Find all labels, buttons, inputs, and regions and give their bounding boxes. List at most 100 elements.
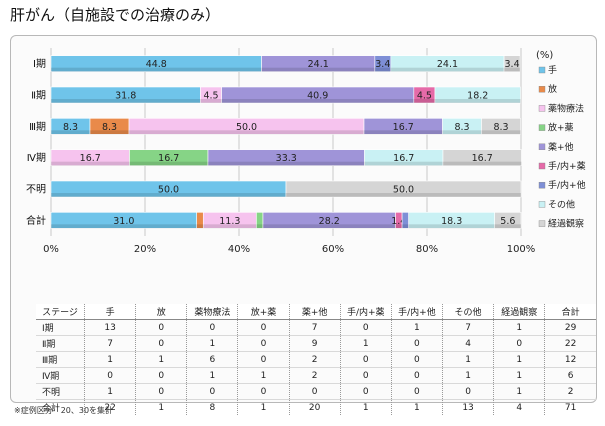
bar-segment-shade <box>129 161 208 166</box>
table-cell: 1 <box>493 383 546 400</box>
bar-segment-shade <box>413 99 435 103</box>
legend-swatch <box>538 105 546 112</box>
table-cell: 20 <box>289 399 341 415</box>
table-cell: 0 <box>237 319 290 336</box>
category-label: 不明 <box>26 184 46 196</box>
bar-segment-shade <box>395 224 403 229</box>
legend-label: 放 <box>548 83 557 95</box>
legend-swatch <box>538 181 546 189</box>
data-label: 11.3 <box>219 216 240 227</box>
table-cell: 0 <box>237 335 290 352</box>
table-cell: 0 <box>186 319 239 336</box>
table-header-cell: 手 <box>84 304 137 320</box>
bar-segment-shade <box>494 224 521 229</box>
legend-swatch <box>538 162 546 170</box>
bar-segment <box>434 86 521 104</box>
table-cell: 7 <box>442 319 495 336</box>
bar-segment-shade <box>286 193 521 197</box>
table-cell: 1 <box>442 351 495 368</box>
bar-segment-shade <box>51 99 201 103</box>
table-cell: 7 <box>289 319 341 336</box>
x-tick-label: 0% <box>43 244 59 255</box>
bar-segment-shade <box>90 130 130 135</box>
data-label: 5.6 <box>500 216 515 227</box>
table-cell: 1 <box>186 335 239 352</box>
footnote: ※症例区分 20、30を集計 <box>14 406 114 415</box>
legend-swatch <box>538 201 546 208</box>
legend-swatch <box>538 66 546 74</box>
x-tick-label: 100% <box>507 244 536 255</box>
data-label: 16.7 <box>393 153 414 164</box>
table-header-row: ステージ手放薬物療法放+薬薬+他手/内+薬手/内+他その他経過観察合計 <box>36 304 596 320</box>
data-label: 8.3 <box>102 122 117 133</box>
table-cell: 0 <box>186 383 239 400</box>
legend-label: 薬+他 <box>548 141 574 153</box>
legend-label: 手 <box>548 64 557 76</box>
bar-segment-shade <box>504 67 521 72</box>
category-label: Ⅲ期 <box>29 121 46 133</box>
table-cell: 0 <box>340 319 392 336</box>
bar-segment <box>481 118 521 135</box>
data-label: 16.7 <box>472 153 493 164</box>
bar-segment-shade <box>51 161 130 166</box>
bar-segment-shade <box>434 99 521 103</box>
table-cell: 0 <box>84 367 137 384</box>
table-header-cell: 経過観察 <box>493 304 546 320</box>
bar-segment-shade <box>51 130 91 135</box>
table-cell: 13 <box>442 399 495 415</box>
table-cell: 0 <box>442 383 495 400</box>
bar-segment-shade <box>262 224 396 229</box>
data-label: 50.0 <box>236 122 257 133</box>
table-cell: 1 <box>237 367 290 384</box>
bar-segment <box>503 55 521 72</box>
table-cell: 0 <box>493 335 546 352</box>
unit-label: (%) <box>536 50 553 61</box>
data-label: 28.2 <box>319 216 340 227</box>
bar-segment-shade <box>374 67 391 72</box>
table-cell: 1 <box>135 351 188 368</box>
table-cell: 0 <box>135 319 188 336</box>
data-label: 16.7 <box>158 153 179 164</box>
table-cell: 0 <box>135 367 188 384</box>
table-cell: 4 <box>442 335 495 352</box>
bar-segment-shade <box>364 130 443 135</box>
bar-segment-shade <box>364 161 443 166</box>
data-label: 4.5 <box>417 91 432 102</box>
data-label: 24.1 <box>308 59 329 70</box>
table-cell: 1 <box>186 367 239 384</box>
table-cell: 0 <box>135 383 188 400</box>
table-cell: Ⅱ期 <box>36 335 85 352</box>
table-cell: 1 <box>493 319 546 336</box>
category-label: Ⅱ期 <box>31 90 46 102</box>
data-label: 8.3 <box>493 122 508 133</box>
table-cell: 2 <box>289 367 341 384</box>
bar-segment-shade <box>203 224 257 229</box>
bar-segment-shade <box>442 161 522 166</box>
bar-segment <box>442 149 522 166</box>
table-cell: 7 <box>84 335 137 352</box>
table-header-cell: その他 <box>442 304 495 320</box>
bar-segment-shade <box>51 67 262 72</box>
x-tick-label: 40% <box>228 244 250 255</box>
table-cell: 13 <box>84 319 137 336</box>
table-cell: 29 <box>544 319 596 336</box>
table-header-cell: 薬+他 <box>289 304 341 320</box>
table-cell: 1 <box>493 367 546 384</box>
bar-segment-shade <box>129 130 365 135</box>
bar-segment-shade <box>402 224 409 229</box>
data-label: 33.3 <box>276 153 297 164</box>
data-label: 4.5 <box>203 91 218 102</box>
table-header-cell: 手/内+薬 <box>340 304 392 320</box>
data-label: 31.0 <box>113 216 134 227</box>
table-cell: 6 <box>186 351 239 368</box>
data-label: 8.3 <box>454 122 469 133</box>
table-cell: 2 <box>289 351 341 368</box>
data-label: 3.4 <box>505 59 520 70</box>
table-cell: 0 <box>391 367 443 384</box>
data-label: 40.9 <box>307 91 328 102</box>
table-cell: 1 <box>340 335 392 352</box>
